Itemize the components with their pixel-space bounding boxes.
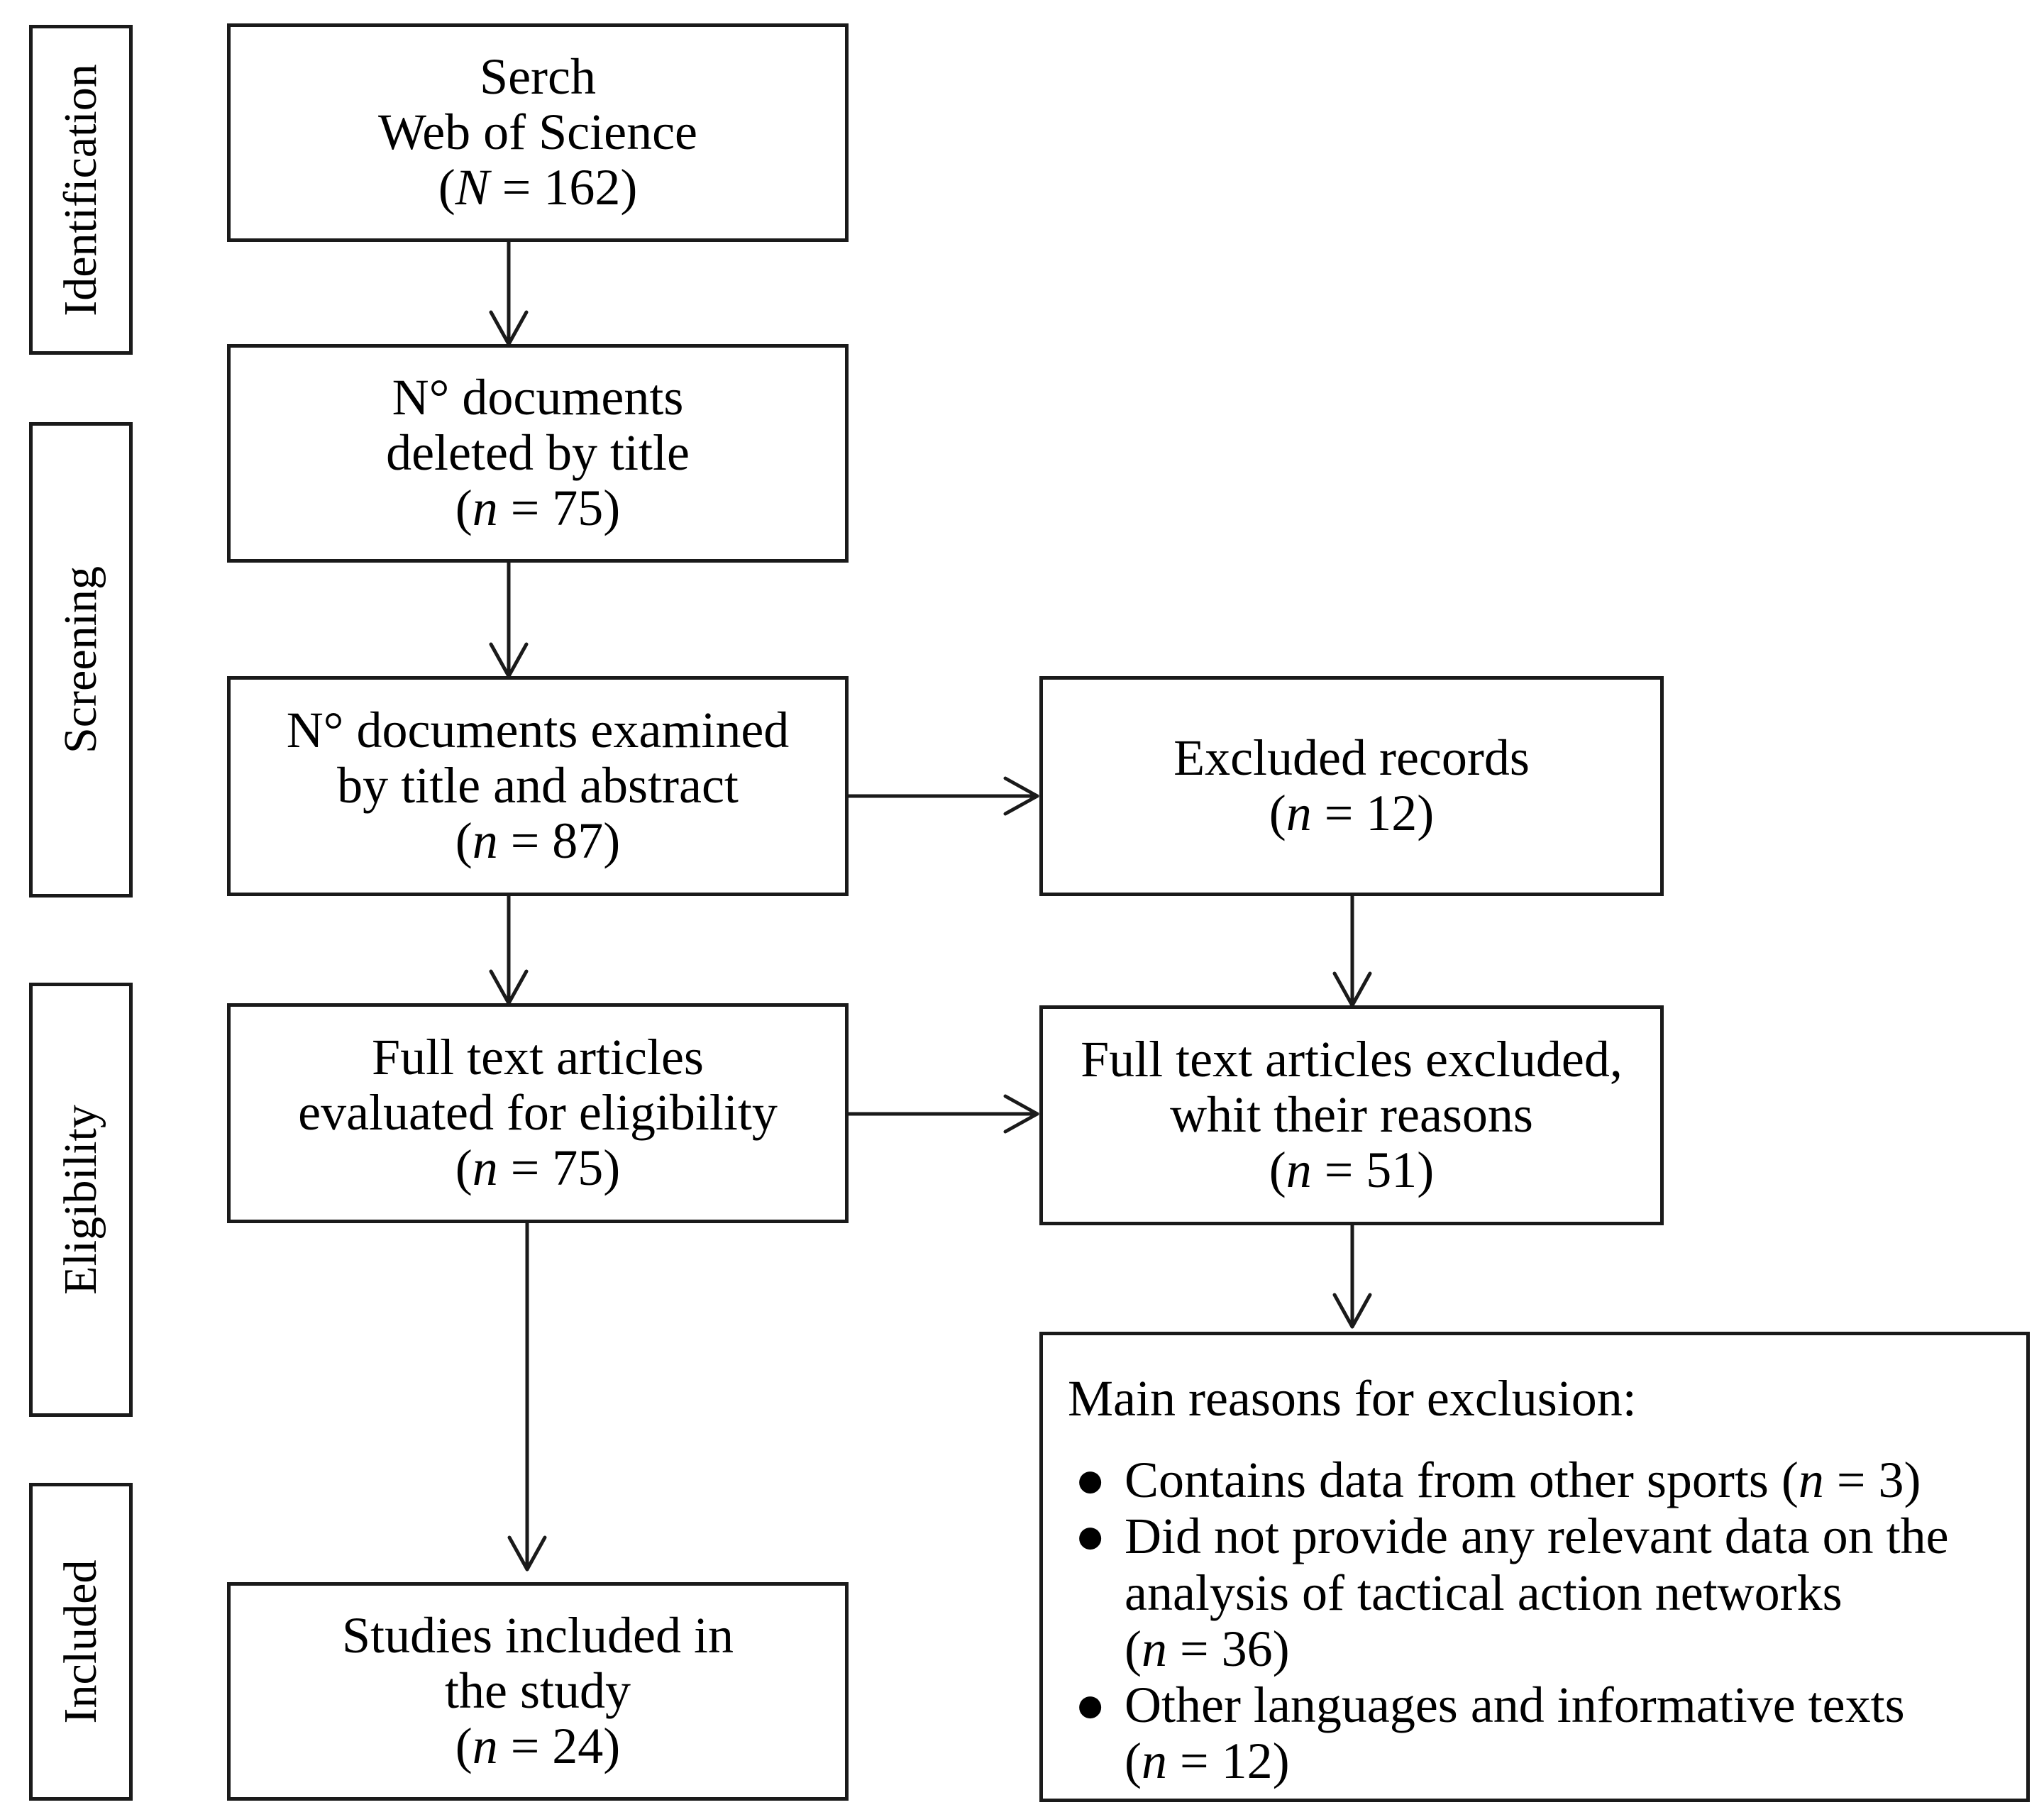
exclusion-reasons-box: Main reasons for exclusion: ● Contains d… [1039,1332,2030,1802]
reason-item: ● Other languages and informative texts … [1068,1677,2005,1789]
reason-item: ● Did not provide any relevant data on t… [1068,1508,2005,1677]
exclusion-reasons-title: Main reasons for exclusion: [1068,1370,1637,1427]
search-count: (N = 162) [438,158,638,216]
arrow-search-to-deleted [489,239,529,346]
count-value: 36 [1221,1620,1273,1677]
count-variable: n [1798,1452,1824,1509]
full-text-excluded-box: Full text articles excluded, whit their … [1039,1005,1664,1225]
included-count: (n = 24) [455,1717,621,1774]
count-variable: n [472,812,498,869]
arrow-examined-to-excluded-records [846,776,1039,816]
bullet-icon: ● [1075,1676,1106,1733]
stage-label: Included [55,1559,106,1724]
included-line1: Studies included in [342,1607,734,1664]
search-box: Serch Web of Science (N = 162) [227,23,849,242]
arrow-full-text-to-full-text-excluded [846,1094,1039,1134]
arrow-full-text-excluded-to-reasons [1332,1213,1372,1329]
full-text-box: Full text articles evaluated for eligibi… [227,1003,849,1223]
reason-label: Did not provide any relevant data on the… [1125,1508,1949,1621]
count-variable: n [472,479,498,536]
deleted-line1: N° documents [392,369,684,426]
count-variable: n [472,1717,498,1774]
stage-eligibility: Eligibility [29,983,133,1417]
count-variable: N [455,158,490,216]
deleted-line2: deleted by title [386,424,690,482]
examined-line2: by title and abstract [337,757,739,814]
reason-label: Other languages and informative texts [1125,1676,1905,1733]
bullet-icon: ● [1075,1452,1106,1509]
excluded-records-box: Excluded records (n = 12) [1039,676,1664,896]
full-text-excluded-line2: whit their reasons [1170,1086,1533,1144]
count-value: 24 [552,1717,604,1774]
count-value: 75 [552,479,604,536]
stage-label: Eligibility [55,1105,106,1295]
arrow-full-text-to-included [507,1213,547,1572]
included-box: Studies included in the study (n = 24) [227,1582,849,1801]
arrow-deleted-to-examined [489,560,529,678]
reason-label: Contains data from other sports [1125,1452,1769,1509]
deleted-count: (n = 75) [455,479,621,536]
stage-screening: Screening [29,422,133,898]
count-value: 3 [1878,1452,1904,1509]
count-variable: n [1141,1620,1167,1677]
search-line1: Serch [480,48,596,106]
stage-label: Screening [55,566,106,753]
count-value: 87 [552,812,604,869]
arrow-examined-to-full-text [489,893,529,1005]
count-value: 75 [552,1139,604,1196]
count-value: 51 [1366,1141,1418,1198]
stage-identification: Identification [29,25,133,355]
count-variable: n [1286,785,1312,841]
deleted-box: N° documents deleted by title (n = 75) [227,344,849,563]
full-text-excluded-line1: Full text articles excluded, [1081,1031,1623,1088]
included-line2: the study [445,1662,631,1720]
bullet-icon: ● [1075,1508,1106,1565]
reason-item: ● Contains data from other sports (n = 3… [1068,1452,2005,1508]
count-variable: n [472,1139,498,1196]
full-text-line2: evaluated for eligibility [298,1084,778,1142]
count-value: 162 [543,158,621,216]
arrow-excluded-records-to-full-text-excluded [1332,893,1372,1007]
full-text-excluded-count: (n = 51) [1269,1141,1435,1198]
excluded-records-line1: Excluded records [1173,729,1530,787]
examined-box: N° documents examined by title and abstr… [227,676,849,896]
count-value: 12 [1221,1733,1273,1790]
examined-line1: N° documents examined [286,702,790,759]
examined-count: (n = 87) [455,812,621,869]
stage-label: Identification [55,63,106,316]
count-value: 12 [1366,785,1418,841]
full-text-count: (n = 75) [455,1139,621,1196]
full-text-line1: Full text articles [372,1029,704,1086]
reason-text: Contains data from other sports (n = 3) [1125,1452,1921,1509]
stage-included: Included [29,1483,133,1801]
excluded-records-count: (n = 12) [1269,785,1435,841]
search-line2: Web of Science [378,104,697,161]
count-variable: n [1286,1141,1312,1198]
count-variable: n [1141,1733,1167,1790]
reason-count: (n = 36) [1125,1620,1290,1677]
reason-count: (n = 12) [1125,1733,1290,1790]
